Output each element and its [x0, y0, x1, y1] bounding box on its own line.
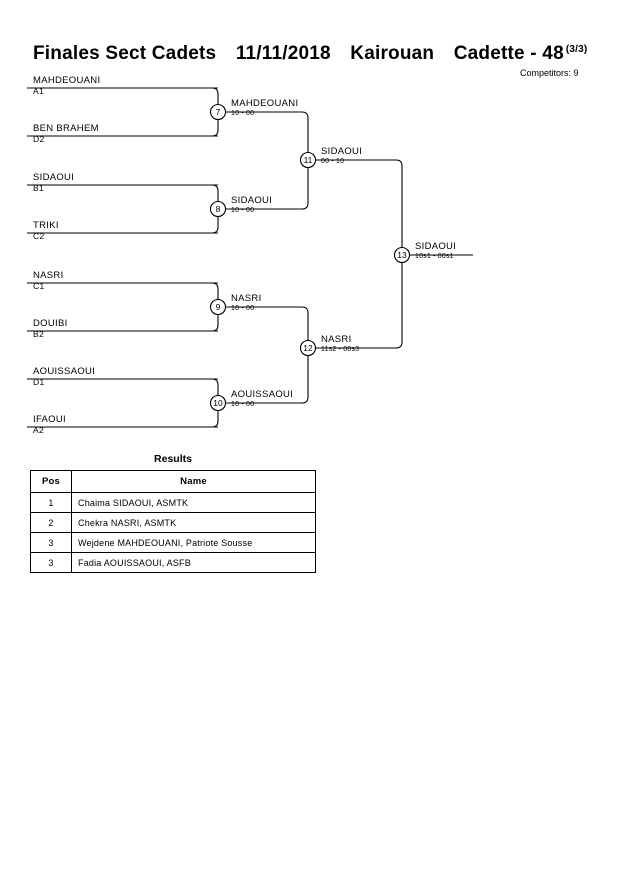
- competitor-seed: D2: [33, 134, 45, 144]
- match-circle-13: [393, 246, 411, 264]
- competitor-slot-2: BEN BRAHEM D2: [33, 123, 99, 145]
- match-winner-9: NASRI 10 - 00: [231, 294, 262, 313]
- table-row: 3 Wejdene MAHDEOUANI, Patriote Sousse: [30, 532, 316, 553]
- match-circle-8: [209, 200, 227, 218]
- results-header-row: Pos Name: [30, 470, 316, 493]
- competitor-seed: C1: [33, 281, 45, 291]
- result-name: Chekra NASRI, ASMTK: [71, 512, 316, 533]
- match-number-13: 13: [397, 249, 407, 260]
- match-winner-11: SIDAOUI 00 - 10: [321, 147, 362, 166]
- result-name: Wejdene MAHDEOUANI, Patriote Sousse: [71, 532, 316, 553]
- title-page-indicator: (3/3): [565, 43, 588, 55]
- table-row: 3 Fadia AOUISSAOUI, ASFB: [30, 552, 316, 573]
- result-position: 2: [30, 512, 72, 533]
- results-heading: Results: [154, 453, 192, 465]
- match-circle-9: [209, 298, 227, 316]
- match-winner-12: NASRI 11s2 - 00s3: [321, 335, 359, 354]
- match-score: 10 - 00: [231, 305, 255, 312]
- winner-name: SIDAOUI: [321, 146, 363, 157]
- match-number-9: 9: [215, 301, 221, 312]
- winner-name: SIDAOUI: [415, 241, 457, 252]
- result-position: 3: [30, 532, 72, 553]
- column-header-name: Name: [71, 470, 316, 493]
- match-score: 10 - 00: [231, 401, 255, 408]
- competitor-seed: D1: [33, 377, 45, 387]
- match-score: 00 - 10: [321, 158, 345, 165]
- match-winner-10: AOUISSAOUI 10 - 00: [231, 390, 293, 409]
- competitor-slot-4: TRIKI C2: [33, 220, 59, 242]
- match-circle-12: [299, 339, 317, 357]
- competitor-name: DOUIBI: [33, 318, 68, 329]
- result-name: Fadia AOUISSAOUI, ASFB: [71, 552, 316, 573]
- competitor-slot-5: NASRI C1: [33, 270, 64, 292]
- competitor-seed: B1: [33, 183, 44, 193]
- match-number-10: 10: [213, 397, 223, 408]
- competitor-name: MAHDEOUANI: [33, 75, 101, 86]
- competitor-name: NASRI: [33, 270, 64, 281]
- match-winner-8: SIDAOUI 10 - 00: [231, 196, 272, 215]
- table-row: 1 Chaima SIDAOUI, ASMTK: [30, 492, 316, 513]
- winner-name: AOUISSAOUI: [231, 389, 294, 400]
- competitor-name: SIDAOUI: [33, 172, 75, 183]
- competitor-seed: B2: [33, 329, 44, 339]
- competitor-name: IFAOUI: [33, 414, 66, 425]
- result-name: Chaima SIDAOUI, ASMTK: [71, 492, 316, 513]
- match-number-12: 12: [303, 342, 313, 353]
- competitor-seed: A2: [33, 425, 44, 435]
- match-circle-11: [299, 151, 317, 169]
- title-category: Cadette - 48: [453, 43, 564, 64]
- title-location: Kairouan: [350, 43, 435, 64]
- winner-name: MAHDEOUANI: [231, 98, 299, 109]
- competitor-slot-7: AOUISSAOUI D1: [33, 366, 96, 388]
- match-score: 11s2 - 00s3: [321, 346, 360, 353]
- tournament-bracket: 7 8 9 10 11 12 13 MAHDEOUANI A1 BEN BRAH…: [27, 75, 473, 436]
- match-winner-13-champion: SIDAOUI 10s1 - 00s1: [415, 242, 456, 261]
- table-row: 2 Chekra NASRI, ASMTK: [30, 512, 316, 533]
- title-event: Finales Sect Cadets: [33, 43, 217, 64]
- competitor-seed: C2: [33, 231, 45, 241]
- match-score: 10 - 00: [231, 207, 255, 214]
- competitor-slot-1: MAHDEOUANI A1: [33, 75, 101, 97]
- match-number-11: 11: [303, 154, 313, 165]
- winner-name: NASRI: [231, 293, 262, 304]
- match-number-7: 7: [215, 106, 221, 117]
- result-position: 3: [30, 552, 72, 573]
- competitors-count: Competitors: 9: [520, 68, 579, 78]
- competitor-slot-8: IFAOUI A2: [33, 414, 66, 436]
- competitor-name: TRIKI: [33, 220, 59, 231]
- bracket-lines: [27, 87, 473, 428]
- competitor-name: AOUISSAOUI: [33, 366, 96, 377]
- page-title: Finales Sect Cadets 11/11/2018 Kairouan …: [33, 43, 587, 65]
- competitor-slot-6: DOUIBI B2: [33, 318, 68, 340]
- match-winner-7: MAHDEOUANI 10 - 00: [231, 99, 298, 118]
- competitor-slot-3: SIDAOUI B1: [33, 172, 75, 194]
- match-score: 10s1 - 00s1: [415, 253, 454, 260]
- winner-name: NASRI: [321, 334, 352, 345]
- match-circle-10: [209, 394, 227, 412]
- match-number-8: 8: [215, 203, 221, 214]
- competitor-seed: A1: [33, 86, 44, 96]
- winner-name: SIDAOUI: [231, 195, 273, 206]
- result-position: 1: [30, 492, 72, 513]
- competitor-name: BEN BRAHEM: [33, 123, 99, 134]
- match-circle-7: [209, 103, 227, 121]
- results-table: Pos Name 1 Chaima SIDAOUI, ASMTK 2 Chekr…: [30, 470, 316, 573]
- column-header-pos: Pos: [30, 470, 72, 493]
- match-score: 10 - 00: [231, 110, 255, 117]
- title-date: 11/11/2018: [235, 43, 331, 64]
